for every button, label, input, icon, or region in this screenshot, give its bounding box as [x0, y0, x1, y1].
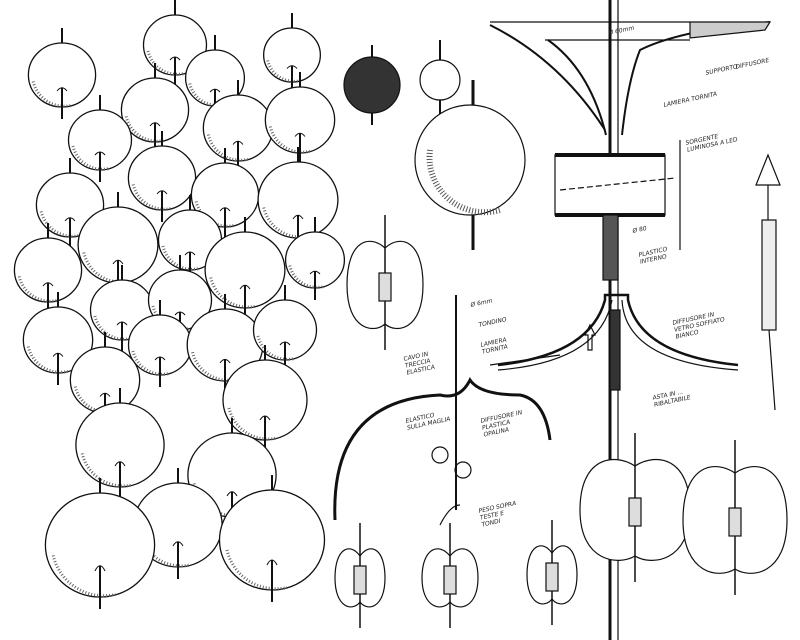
balloon-hatching: [225, 549, 288, 591]
led-core: [628, 497, 642, 527]
balloon-hatching: [82, 252, 130, 284]
diffuser-arc: [333, 377, 552, 521]
ring: [454, 461, 472, 479]
weight-base: [439, 504, 461, 526]
led-core: [443, 565, 457, 595]
lamp-variants: [333, 40, 788, 628]
balloon-hatching: [256, 335, 295, 361]
balloon-hatching: [288, 265, 324, 289]
balloon-hatching: [146, 50, 185, 76]
led-core: [728, 507, 742, 537]
balloon-hatching: [262, 207, 310, 239]
balloon-hatching: [71, 145, 110, 171]
technical-section-drawing: [489, 0, 781, 640]
led-core: [545, 562, 559, 592]
balloon-cluster: [13, 0, 346, 609]
led-core: [378, 272, 392, 302]
balloon-hatching: [93, 315, 132, 341]
balloon-hatching: [51, 555, 116, 598]
balloon-hatching: [161, 245, 200, 271]
balloon-hatching: [266, 59, 301, 83]
sphere-hatching: [426, 149, 501, 216]
large-sphere: [414, 104, 526, 216]
led-core: [353, 565, 367, 595]
ring: [431, 446, 449, 464]
balloon-hatching: [191, 351, 237, 382]
dark-sphere: [343, 56, 401, 114]
small-sphere: [419, 59, 461, 101]
balloon-hatching: [209, 277, 257, 309]
balloon-hatching: [227, 407, 278, 441]
balloon-hatching: [131, 350, 170, 376]
